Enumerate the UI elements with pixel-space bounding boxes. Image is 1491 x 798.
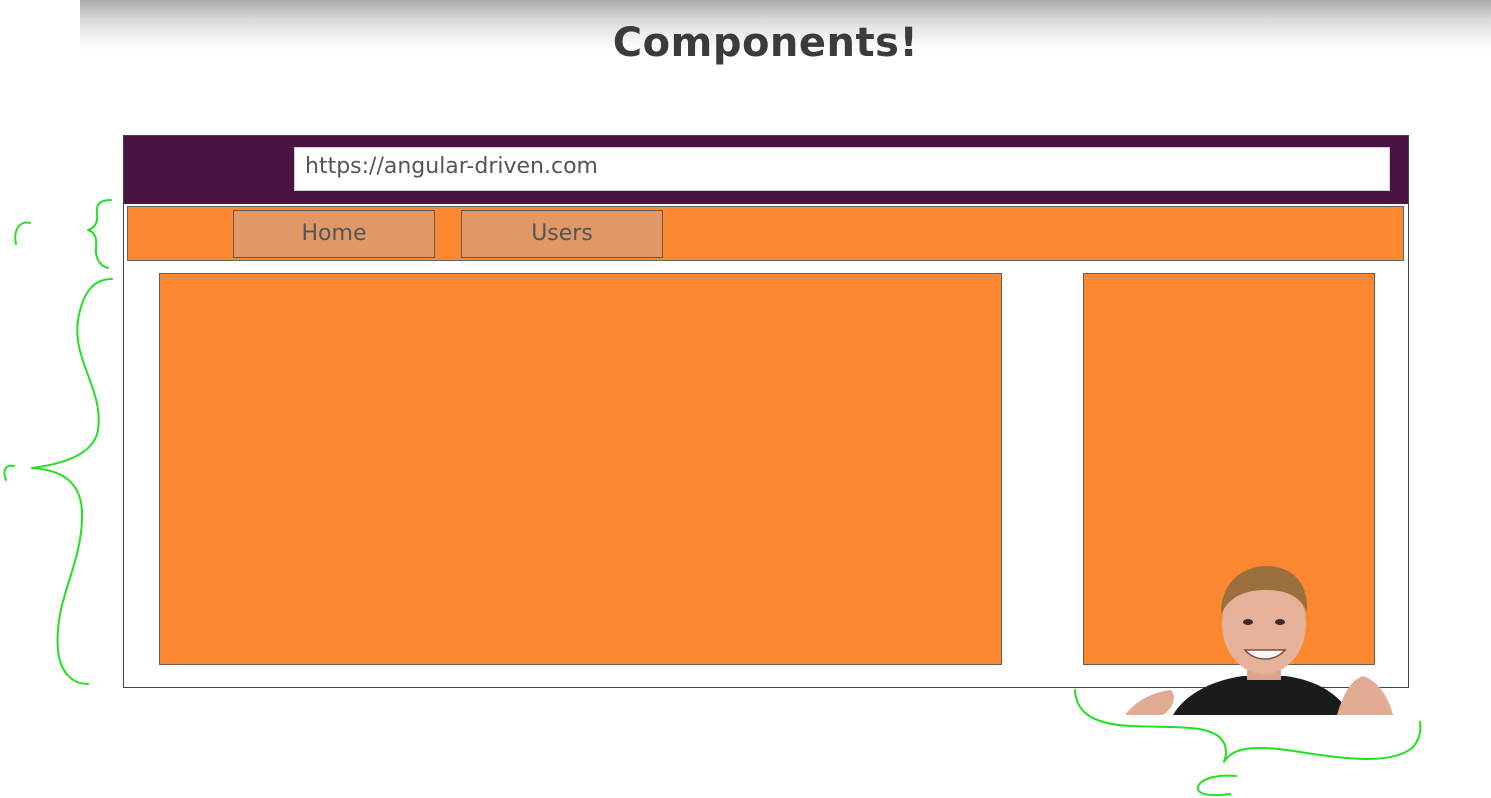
- presenter-hair: [1221, 566, 1308, 614]
- presenter-right-hand: [1337, 676, 1393, 715]
- navbar-component: Home Users: [127, 206, 1404, 261]
- presenter-video-overlay: [1125, 566, 1393, 715]
- main-brace-mark: [31, 278, 113, 685]
- sidebar-label-mark: [1196, 774, 1237, 797]
- slide-title: Components!: [612, 20, 919, 66]
- browser-address-bar: https://angular-driven.com: [124, 136, 1408, 204]
- navbar-label-mark: [14, 221, 31, 245]
- browser-mockup: https://angular-driven.com Home Users: [123, 135, 1409, 688]
- main-label-mark: [3, 464, 15, 481]
- presenter-left-hand: [1125, 690, 1174, 715]
- nav-home-button: Home: [233, 210, 435, 258]
- navbar-brace-mark: [87, 199, 112, 269]
- video-top-shade: [80, 0, 1491, 55]
- nav-users-button: Users: [461, 210, 663, 258]
- url-field: https://angular-driven.com: [294, 147, 1390, 191]
- presenter-shirt: [1173, 676, 1351, 715]
- main-content-component: [159, 273, 1002, 665]
- presenter-face: [1222, 574, 1306, 674]
